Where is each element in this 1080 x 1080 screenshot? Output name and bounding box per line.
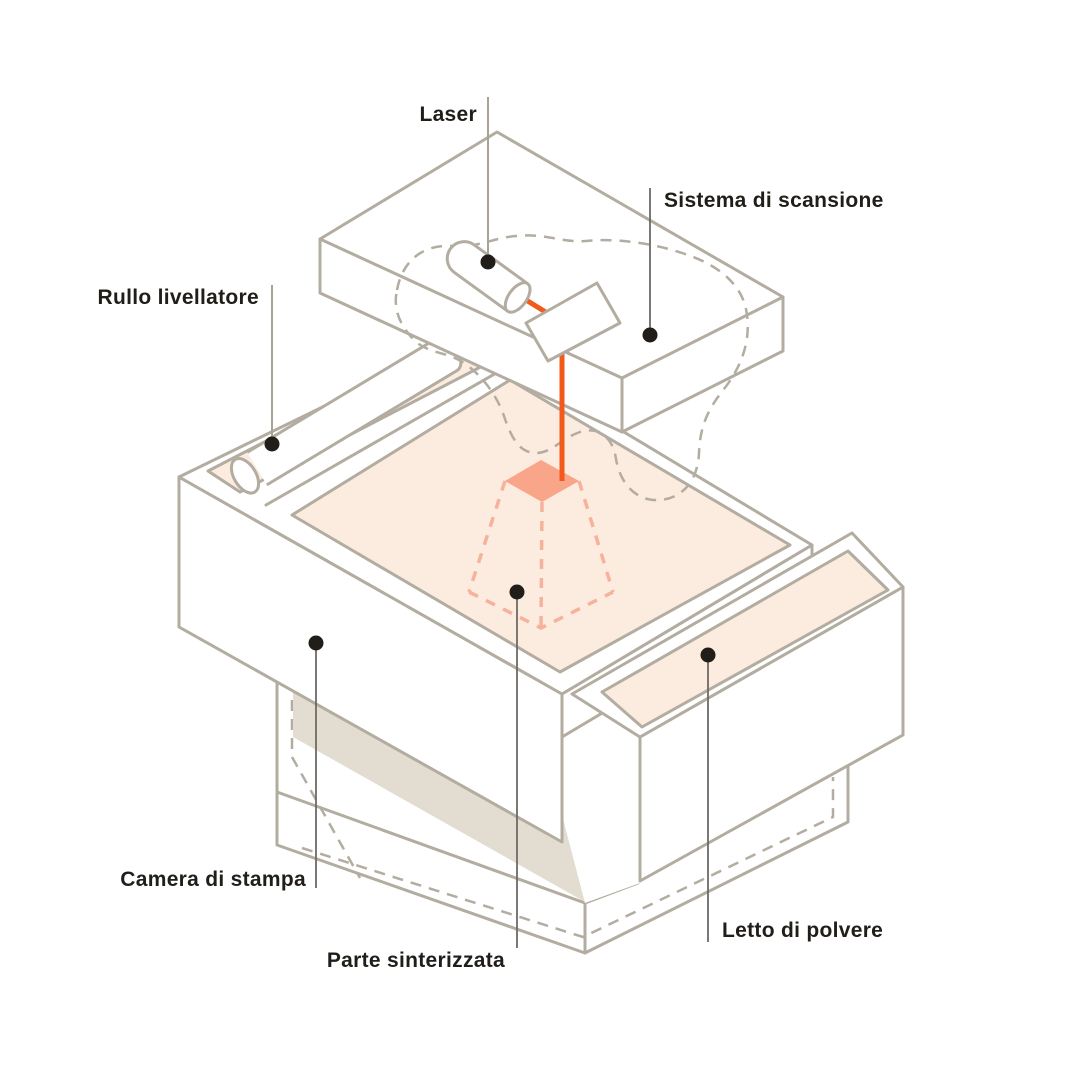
- top-cover-inner-edges: [318, 237, 785, 434]
- scanner-mirror: [524, 281, 622, 363]
- powder-bed-label: Letto di polvere: [722, 919, 883, 942]
- sintered-part-dot: [509, 584, 525, 600]
- leveling-roller-label: Rullo livellatore: [98, 286, 259, 309]
- base-box-hidden-edges: [290, 700, 835, 939]
- scanning-system-label: Sistema di scansione: [664, 189, 884, 212]
- laser-source: [445, 240, 532, 314]
- powder-supply-box: [570, 531, 905, 883]
- print-chamber-label: Camera di stampa: [120, 868, 306, 891]
- laser-dot: [480, 254, 496, 270]
- leveling-roller-dot: [264, 436, 280, 452]
- sintered-part: [467, 460, 615, 630]
- print-chamber-dot: [308, 635, 324, 651]
- sintered-part-label: Parte sinterizzata: [327, 949, 505, 972]
- scanner-region-outline: [394, 234, 749, 502]
- top-cover: [318, 130, 785, 434]
- chamber-front-fill: [562, 694, 640, 903]
- laser-label: Laser: [419, 103, 477, 126]
- sintered-part-hidden-edges: [467, 480, 615, 630]
- track-divider-line: [264, 366, 507, 507]
- annotations: Laser Sistema di scansione Rullo livella…: [98, 97, 884, 972]
- laser-cylinder-cap: [503, 281, 532, 314]
- scanning-system-dot: [642, 327, 658, 343]
- sintered-part-top-face: [505, 460, 579, 502]
- roller-end-cap: [229, 457, 261, 495]
- powder-bed-dot: [700, 647, 716, 663]
- supply-box-powder-strip: [600, 549, 890, 729]
